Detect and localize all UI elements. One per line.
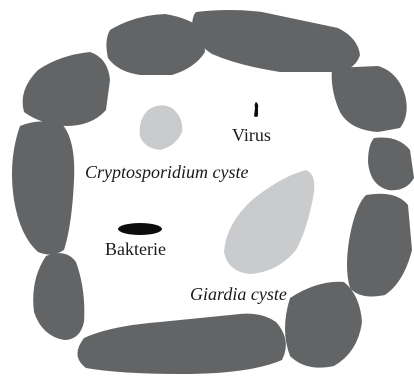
grain-top-left — [106, 14, 205, 75]
grain-top-right — [332, 66, 407, 132]
grain-left-upper — [23, 52, 110, 126]
grain-top — [192, 10, 360, 72]
grain-left-lower — [33, 253, 84, 340]
grain-left — [12, 121, 74, 254]
bacterium — [118, 223, 162, 235]
grain-right-upper — [368, 138, 414, 191]
grain-bottom-right — [285, 282, 362, 368]
filter-grains — [12, 10, 414, 374]
label-bakterie: Bakterie — [105, 240, 166, 258]
label-cryptosporidium-cyste: Cryptosporidium cyste — [85, 163, 249, 181]
label-virus: Virus — [232, 126, 271, 144]
giardia-cyst — [224, 170, 314, 274]
grain-bottom — [77, 314, 285, 374]
label-giardia-cyste: Giardia cyste — [190, 285, 287, 303]
virus-particle — [254, 102, 258, 117]
grain-right-lower — [347, 194, 412, 297]
cryptosporidium-cyst — [140, 105, 183, 150]
